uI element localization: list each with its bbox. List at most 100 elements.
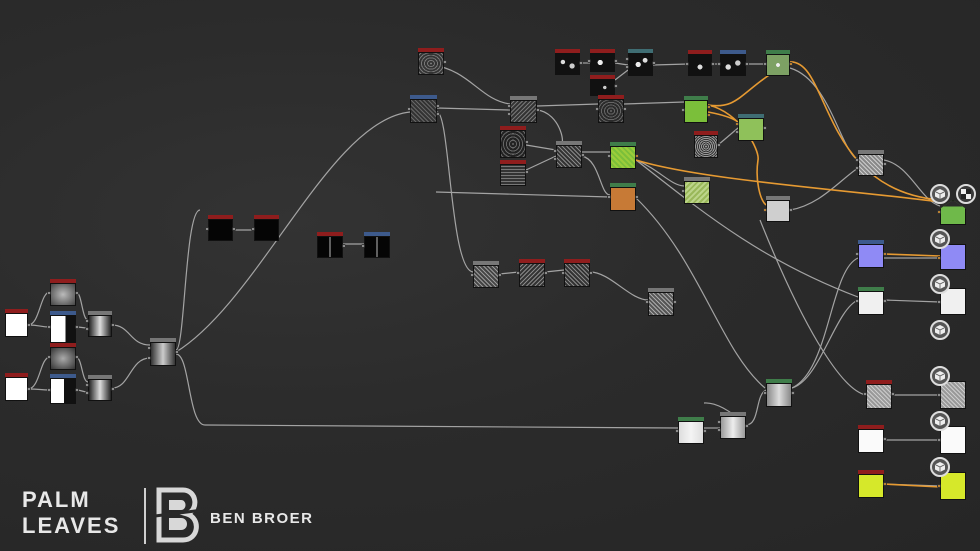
cube-output-icon	[930, 184, 950, 204]
noise-node[interactable]	[694, 131, 721, 158]
blend-node[interactable]	[85, 375, 115, 401]
wire	[27, 291, 51, 326]
wire	[652, 63, 689, 66]
levels-node[interactable]	[763, 379, 795, 407]
wire	[883, 299, 941, 303]
wire	[111, 324, 151, 346]
wire	[791, 257, 859, 389]
wire	[789, 67, 859, 161]
splatter-node[interactable]	[555, 49, 583, 75]
title-line-2: LEAVES	[22, 513, 121, 538]
cube-output-icon	[930, 457, 950, 477]
shape-line-node[interactable]	[317, 232, 346, 258]
wire	[27, 356, 51, 390]
wire	[435, 191, 611, 198]
wire	[635, 197, 766, 389]
gradient-node[interactable]	[47, 311, 79, 343]
blend-node[interactable]	[735, 114, 767, 141]
base-color-node[interactable]	[855, 240, 887, 268]
wire	[623, 101, 685, 105]
wire	[175, 111, 411, 353]
wire-orange	[789, 61, 941, 201]
warp-node[interactable]	[516, 259, 548, 287]
wire	[436, 107, 511, 111]
blend-node[interactable]	[147, 338, 179, 366]
wire	[175, 209, 201, 351]
brand-logo: PALM LEAVES BEN BROER	[22, 487, 332, 548]
wire	[791, 299, 859, 389]
output-node[interactable]	[937, 472, 966, 500]
noise-node[interactable]	[500, 160, 529, 186]
blend-node[interactable]	[553, 141, 585, 168]
wire	[745, 389, 767, 426]
warp-node[interactable]	[561, 259, 593, 287]
blur-node[interactable]	[645, 288, 677, 316]
blend-node[interactable]	[763, 196, 793, 222]
wire	[789, 167, 859, 211]
noise-node[interactable]	[418, 48, 447, 75]
output-node[interactable]	[937, 426, 966, 454]
checker-output-icon	[956, 184, 976, 204]
wire	[525, 144, 557, 151]
uniform-color-node[interactable]	[858, 425, 887, 453]
transform-line-node[interactable]	[361, 232, 390, 258]
wire-orange	[635, 159, 941, 203]
wire	[111, 357, 151, 389]
wire	[75, 291, 89, 321]
wire	[614, 69, 629, 81]
cube-output-icon	[930, 366, 950, 386]
blend-node[interactable]	[763, 50, 793, 76]
wire	[581, 155, 611, 196]
brand-separator	[144, 488, 146, 544]
author-name: BEN BROER	[210, 510, 314, 527]
blend-node[interactable]	[85, 311, 115, 337]
splatter-node[interactable]	[685, 50, 715, 76]
gradient-map-node[interactable]	[607, 183, 639, 211]
cube-output-icon	[930, 411, 950, 431]
wire-orange	[707, 104, 767, 206]
cube-output-icon	[930, 229, 950, 249]
transform-node[interactable]	[205, 215, 236, 241]
bb-monogram-icon	[154, 487, 204, 543]
title-line-1: PALM	[22, 487, 91, 512]
gradient-node[interactable]	[47, 374, 79, 404]
tile-generator-node[interactable]	[47, 343, 79, 370]
wire-orange	[883, 253, 941, 257]
blend-node[interactable]	[855, 150, 887, 176]
shape-node[interactable]	[5, 309, 31, 337]
splatter-node[interactable]	[590, 75, 618, 96]
output-node[interactable]	[937, 200, 966, 225]
wire	[498, 271, 520, 275]
wire	[525, 155, 557, 171]
levels-node[interactable]	[251, 215, 279, 241]
splatter-node[interactable]	[587, 49, 618, 72]
transform-node-main[interactable]	[407, 95, 440, 123]
blend-node[interactable]	[717, 412, 749, 439]
wire	[635, 159, 859, 298]
normal-node[interactable]	[863, 380, 895, 409]
blend-node[interactable]	[681, 177, 710, 204]
noise-node[interactable]	[595, 95, 627, 123]
blend-node[interactable]	[625, 49, 656, 76]
wire	[436, 111, 474, 273]
output-node[interactable]	[937, 381, 966, 409]
transform-node[interactable]	[717, 50, 749, 76]
gradient-map-node[interactable]	[681, 96, 711, 123]
gradient-map-node[interactable]	[607, 142, 639, 169]
noise-node[interactable]	[500, 126, 529, 158]
output-node[interactable]	[937, 244, 966, 270]
cube-output-icon	[930, 320, 950, 340]
wire	[759, 219, 867, 396]
wire	[883, 159, 941, 207]
cube-output-icon	[930, 274, 950, 294]
uniform-color-node[interactable]	[858, 470, 887, 498]
blend-node[interactable]	[470, 261, 502, 288]
wire	[75, 356, 89, 383]
levels-node[interactable]	[675, 417, 707, 444]
shape-node[interactable]	[5, 373, 31, 401]
blend-node[interactable]	[507, 96, 540, 123]
wire	[717, 127, 739, 146]
height-node[interactable]	[855, 287, 887, 315]
tile-generator-node[interactable]	[47, 279, 79, 306]
